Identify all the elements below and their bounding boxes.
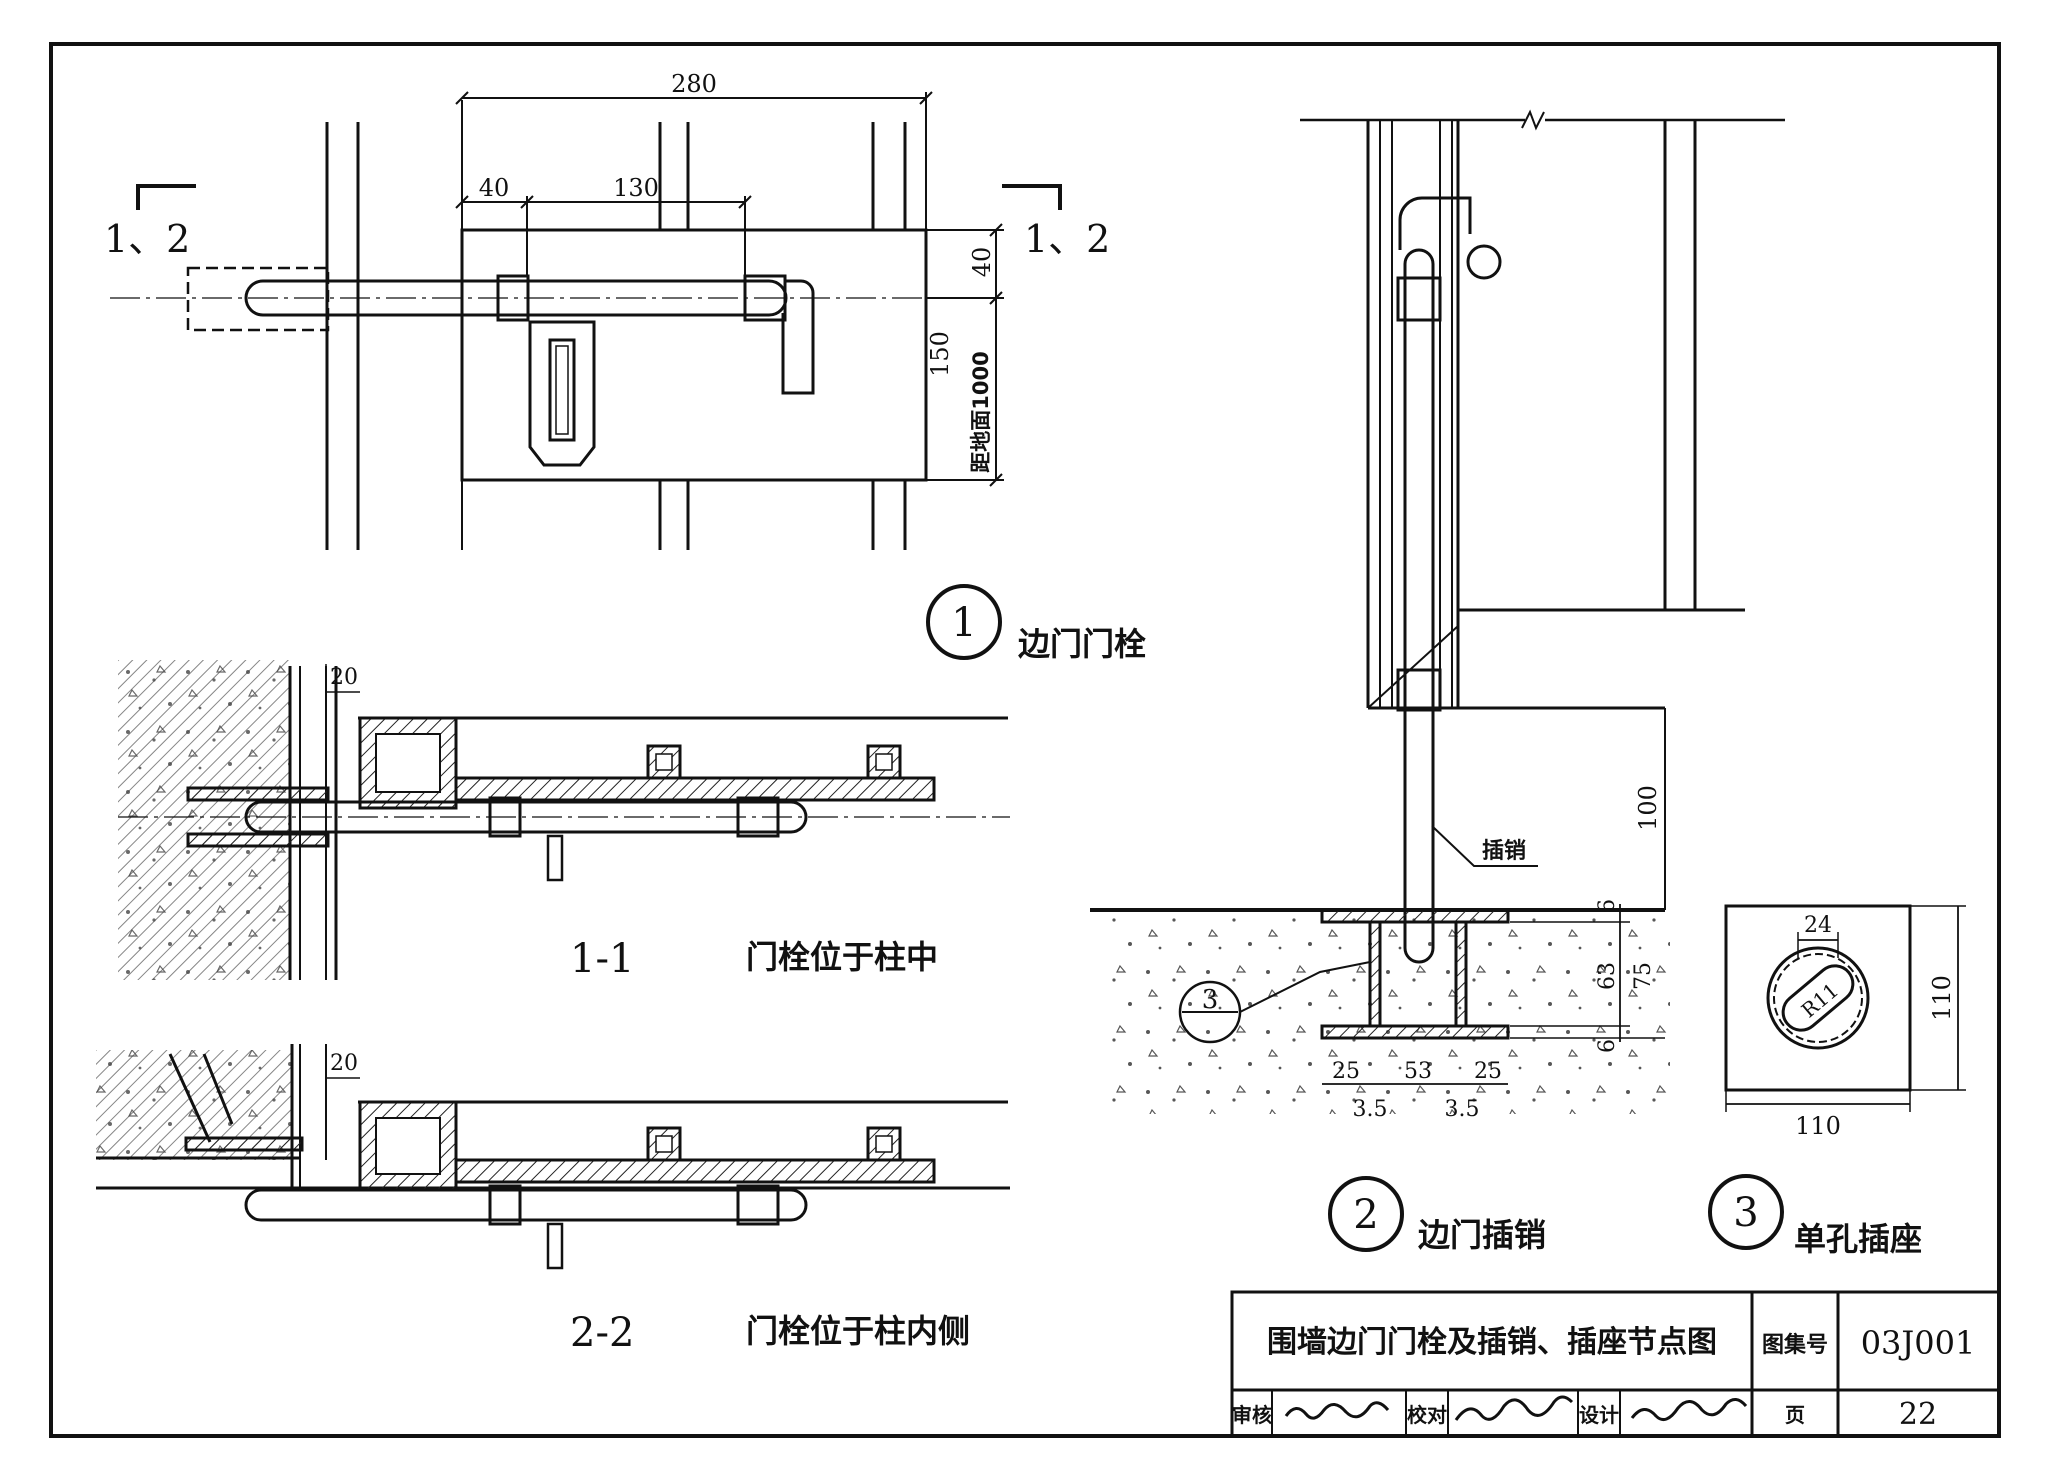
design-label: 设计 [1579,1403,1619,1427]
dim-20-b: 20 [330,1051,358,1076]
section-2-2-label: 2-2 [570,1310,634,1356]
page-number: 22 [1899,1397,1937,1432]
section-1-1-label: 1-1 [570,936,634,982]
dim-20-a: 20 [330,665,358,690]
ref-3: 3 [1202,985,1219,1015]
dim-130: 130 [613,174,659,202]
sheet-border [49,42,2001,1438]
detail-1-plan: 280 40 130 40 150 距地面1000 1、2 1、2 [104,70,1110,550]
dim-24: 24 [1804,913,1832,938]
drawing-title: 围墙边门门栓及插销、插座节点图 [1267,1325,1717,1360]
dim-25-right: 25 [1474,1059,1502,1084]
height-note: 距地面1000 [969,351,993,472]
detail-3-title: 单孔插座 [1794,1220,1922,1258]
detail-2-pin: 100 6 63 75 6 25 53 25 3.5 3.5 插销 3 [1090,109,1785,1122]
dim-3-5-left: 3.5 [1353,1097,1388,1122]
dim-280: 280 [671,70,717,98]
section-2-2-caption: 门栓位于柱内侧 [746,1312,970,1350]
dim-6-bottom: 6 [1595,1039,1620,1053]
review-signature [1284,1401,1390,1420]
check-label: 校对 [1407,1403,1447,1427]
pin-label: 插销 [1482,839,1526,864]
review-label: 审核 [1232,1403,1272,1427]
atlas-label: 图集号 [1762,1332,1828,1358]
section-1-1: 20 1-1 门栓位于柱中 [118,660,1010,982]
detail-1-label: 1 边门门栓 [926,584,1146,663]
detail-3-label: 3 单孔插座 [1708,1174,1922,1258]
section-1-1-caption: 门栓位于柱中 [746,938,938,976]
dim-v150: 150 [926,331,954,377]
detail-1-title: 边门门栓 [1018,625,1146,663]
dim-v40: 40 [968,247,996,278]
dim-75: 75 [1631,962,1656,990]
detail-2-label: 2 边门插销 [1328,1176,1546,1254]
dim-6-top: 6 [1595,899,1620,913]
dim-25-left: 25 [1332,1059,1360,1084]
detail-2-title: 边门插销 [1418,1216,1546,1254]
dim-40: 40 [479,174,510,202]
atlas-number: 03J001 [1861,1324,1976,1362]
section-2-2: 20 2-2 门栓位于柱内侧 [96,1044,1010,1356]
section-mark-left: 1、2 [104,217,190,261]
dim-100: 100 [1634,785,1662,831]
dim-63: 63 [1595,962,1620,990]
detail-2-number: 2 [1353,1192,1378,1238]
title-block: 围墙边门门栓及插销、插座节点图 图集号 03J001 审核 校对 设计 页 22 [1230,1290,2001,1438]
dim-53: 53 [1404,1059,1432,1084]
detail-3-number: 3 [1733,1190,1758,1236]
design-signature [1630,1398,1748,1422]
check-signature [1454,1395,1574,1421]
detail-1-number: 1 [951,600,976,646]
dim-110-h: 110 [1795,1112,1841,1140]
dim-3-5-right: 3.5 [1445,1097,1480,1122]
dim-110-v: 110 [1928,975,1956,1021]
section-mark-right: 1、2 [1024,217,1110,261]
detail-3-socket: R11 24 110 110 [1724,904,1966,1140]
page-label: 页 [1785,1403,1805,1427]
